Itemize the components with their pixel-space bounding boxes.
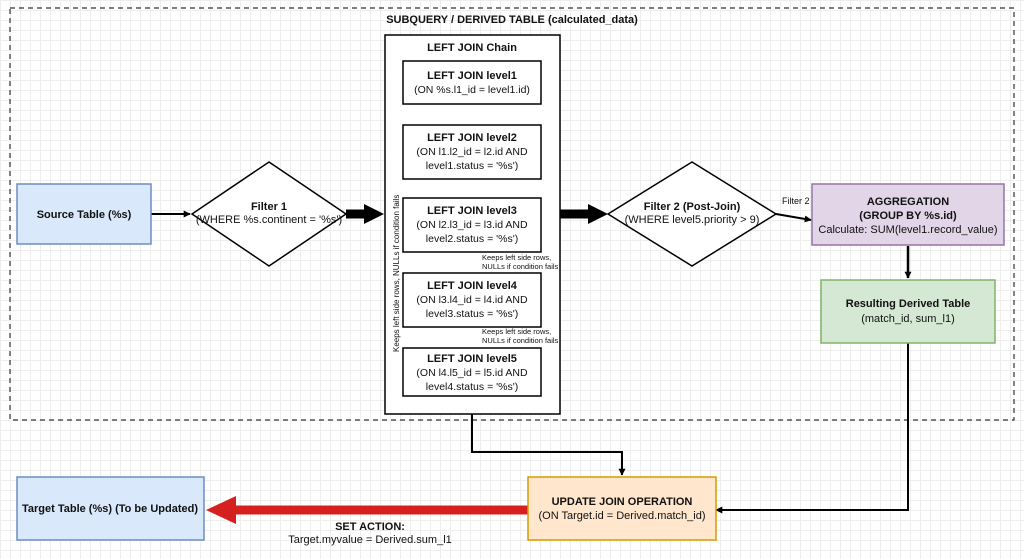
- edge-derived-to-update: [715, 343, 909, 514]
- join-level-title: LEFT JOIN level2: [427, 132, 517, 144]
- aggregation-title: AGGREGATION: [867, 196, 949, 208]
- filter1-condition: (WHERE %s.continent = '%s'): [196, 214, 342, 226]
- set-action-label: SET ACTION: Target.myvalue = Derived.sum…: [288, 521, 452, 546]
- derived-table-node: Resulting Derived Table (match_id, sum_l…: [820, 279, 996, 344]
- arrow-note-3-4: Keeps left side rows, NULLs if condition…: [482, 253, 559, 271]
- set-action-title: SET ACTION:: [335, 521, 405, 533]
- aggregation-calc: Calculate: SUM(level1.record_value): [818, 224, 997, 236]
- target-table-label: Target Table (%s) (To be Updated): [22, 503, 198, 515]
- target-table-node: Target Table (%s) (To be Updated): [16, 476, 205, 541]
- aggregation-node: AGGREGATION (GROUP BY %s.id) Calculate: …: [811, 183, 1005, 246]
- join-level-title: LEFT JOIN level1: [427, 70, 517, 82]
- subquery-title: SUBQUERY / DERIVED TABLE (calculated_dat…: [386, 14, 638, 26]
- arrow-note-line: NULLs if condition fails: [482, 262, 559, 271]
- source-table-label: Source Table (%s): [37, 209, 132, 221]
- set-action-expression: Target.myvalue = Derived.sum_l1: [288, 534, 452, 546]
- join-level-5: LEFT JOIN level5 (ON l4.l5_id = l5.id AN…: [402, 347, 542, 397]
- edge-update-to-target-head: [206, 496, 236, 524]
- join-level-title: LEFT JOIN level3: [427, 205, 517, 217]
- source-table-node: Source Table (%s): [16, 183, 152, 245]
- join-level-line: level2.status = '%s'): [426, 233, 518, 245]
- join-level-title: LEFT JOIN level5: [427, 353, 517, 365]
- update-join-node: UPDATE JOIN OPERATION (ON Target.id = De…: [527, 476, 717, 541]
- derived-table-fields: (match_id, sum_l1): [861, 313, 955, 325]
- subquery-container: SUBQUERY / DERIVED TABLE (calculated_dat…: [9, 7, 1015, 421]
- join-level-1: LEFT JOIN level1 (ON %s.l1_id = level1.i…: [402, 60, 542, 105]
- join-level-line: (ON %s.l1_id = level1.id): [414, 84, 530, 96]
- join-level-line: level4.status = '%s'): [426, 381, 518, 393]
- join-level-4: LEFT JOIN level4 (ON l3.l4_id = l4.id AN…: [402, 272, 542, 328]
- edge-chain-to-update: [471, 414, 626, 476]
- join-level-line: (ON l2.l3_id = l3.id AND: [416, 219, 528, 231]
- update-join-title: UPDATE JOIN OPERATION: [552, 496, 693, 508]
- join-level-title: LEFT JOIN level4: [427, 280, 518, 292]
- update-join-condition: (ON Target.id = Derived.match_id): [538, 510, 705, 522]
- filter1-node: Filter 1 (WHERE %s.continent = '%s'): [190, 161, 348, 267]
- filter2-node: Filter 2 (Post-Join) (WHERE level5.prior…: [606, 161, 833, 267]
- arrow-note-line: NULLs if condition fails: [482, 336, 559, 345]
- aggregation-subtitle: (GROUP BY %s.id): [859, 210, 957, 222]
- join-chain-title: LEFT JOIN Chain: [427, 42, 517, 54]
- edges: [151, 104, 912, 524]
- filter2-condition: (WHERE level5.priority > 9): [625, 214, 760, 226]
- join-level-line: (ON l4.l5_id = l5.id AND: [416, 367, 528, 379]
- derived-table-title: Resulting Derived Table: [846, 298, 971, 310]
- arrow-note-4-5: Keeps left side rows, NULLs if condition…: [482, 327, 559, 345]
- edge-filter2-to-aggregation: [775, 213, 812, 223]
- filter2-title: Filter 2 (Post-Join): [644, 201, 741, 213]
- edge-filter1-to-chain-head: [364, 204, 384, 224]
- arrow-note-line: Keeps left side rows,: [482, 253, 551, 262]
- edge-chain-to-filter2-head: [588, 204, 608, 224]
- filter2-yes-label: Filter 2 (Yes): [782, 196, 833, 206]
- join-chain-side-note: Keeps left side rows, NULLs if condition…: [392, 195, 401, 352]
- join-level-line: (ON l1.l2_id = l2.id AND: [416, 146, 528, 158]
- join-level-2: LEFT JOIN level2 (ON l1.l2_id = l2.id AN…: [402, 124, 542, 180]
- join-level-line: level3.status = '%s'): [426, 308, 518, 320]
- filter1-title: Filter 1: [251, 201, 287, 213]
- join-level-3: LEFT JOIN level3 (ON l2.l3_id = l3.id AN…: [402, 197, 542, 253]
- join-level-line: level1.status = '%s'): [426, 160, 518, 172]
- join-level-line: (ON l3.l4_id = l4.id AND: [416, 294, 528, 306]
- arrow-note-line: Keeps left side rows,: [482, 327, 551, 336]
